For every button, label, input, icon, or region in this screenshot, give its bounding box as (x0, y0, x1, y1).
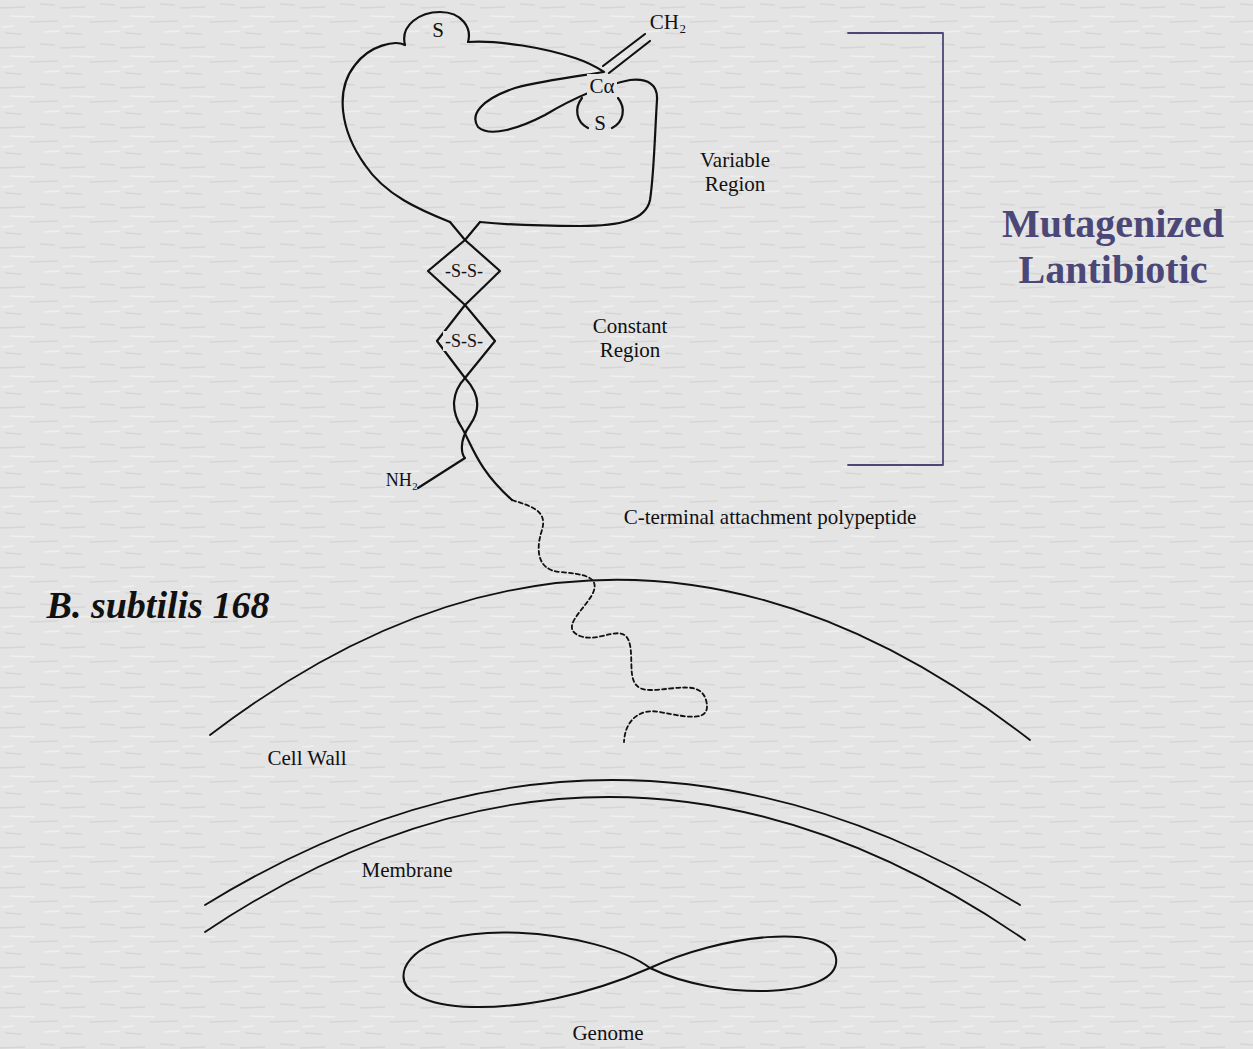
variable-region-chain (343, 12, 657, 226)
polypeptide-label: C-terminal attachment polypeptide (624, 505, 917, 529)
disulfide-bond: -S-S- (443, 331, 485, 352)
double-bond (603, 34, 650, 73)
region-label: Constant Region (574, 314, 686, 362)
sulfur-atom: S (592, 111, 608, 135)
terminus-label: NH₂ (386, 470, 418, 491)
cell-wall (210, 580, 1030, 740)
membrane-outer (205, 780, 1020, 905)
membrane-inner (205, 797, 1025, 940)
disulfide-bond: -S-S- (443, 261, 485, 282)
bracket-label: Mutagenized Lantibiotic (988, 201, 1238, 293)
bracket (848, 33, 943, 465)
organism-label: B. subtilis 168 (47, 584, 270, 628)
attachment-polypeptide (512, 500, 707, 742)
genome (404, 932, 837, 1007)
structure-label: Cell Wall (268, 746, 347, 770)
region-label: Variable Region (679, 148, 791, 196)
sulfur-atom: S (430, 18, 446, 42)
methylene-group: CH₂ (650, 10, 687, 34)
alpha-carbon: Cα (587, 74, 616, 98)
structure-label: Membrane (362, 858, 453, 882)
structure-label: Genome (572, 1021, 643, 1045)
